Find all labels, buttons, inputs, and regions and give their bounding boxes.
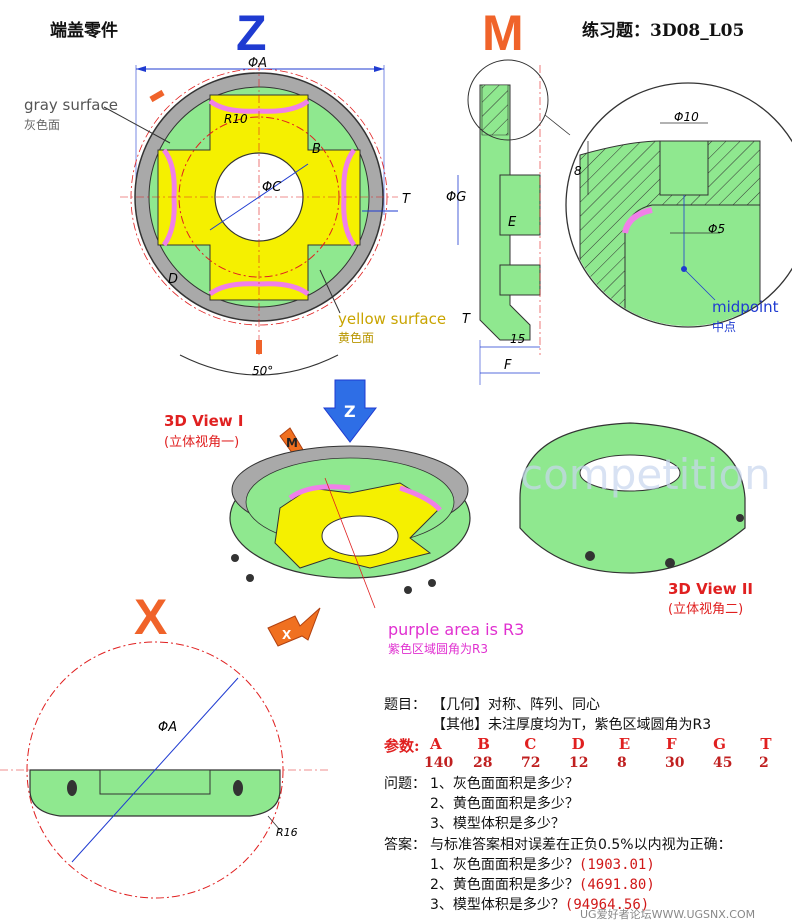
param-name: D [571, 735, 585, 753]
dim-5: Φ5 [708, 222, 726, 236]
arrow-m-letter: M [286, 436, 298, 450]
dim-b: B [312, 142, 321, 157]
arrow-z-letter: Z [344, 402, 356, 421]
dim-f: F [504, 358, 512, 373]
section-view-drawing [457, 59, 792, 385]
topic-geometry: 【几何】对称、阵列、同心 [432, 697, 600, 713]
dim-15: 15 [510, 332, 526, 346]
params-values: 140 28 72 12 8 30 45 2 [424, 755, 780, 771]
param-value: 12 [569, 755, 589, 771]
x-view-drawing [0, 641, 330, 899]
param-name: G [713, 735, 726, 753]
dim-g: ΦG [446, 190, 467, 205]
question-3: 3、模型体积是多少？ [430, 816, 565, 832]
purple-area-label-cn: 紫色区域圆角为R3 [388, 642, 488, 656]
part-name: 端盖零件 [50, 21, 118, 41]
question-2: 2、黄色面面积是多少？ [430, 796, 579, 812]
topic-label: 题目： [384, 697, 426, 713]
view2-label: 3D View II [668, 580, 754, 598]
param-value: 28 [473, 755, 493, 771]
topic-other: 【其他】未注厚度均为T，紫色区域圆角为R3 [432, 717, 712, 733]
exercise-title: 练习题：3D08_L05 [582, 21, 745, 41]
param-name: T [760, 735, 772, 753]
param-name: B [477, 735, 490, 753]
yellow-surface-label: yellow surface [338, 310, 447, 328]
iso-views-drawing [229, 379, 746, 647]
answer-3: 3、模型体积是多少？(94964.56) [430, 894, 649, 914]
view2-label-cn: (立体视角二) [668, 602, 744, 617]
gray-surface-label-cn: 灰色面 [24, 118, 61, 132]
questions-label: 问题： [384, 776, 426, 792]
param-name: F [665, 735, 677, 753]
answer-3-text: 3、模型体积是多少？ [430, 897, 565, 913]
view-x-label: X [134, 589, 168, 645]
dim-r16: R16 [276, 826, 298, 839]
view-m-label: M [482, 5, 524, 61]
answer-1: 1、灰色面面积是多少？(1903.01) [430, 854, 655, 874]
yellow-surface-label-cn: 黄色面 [338, 331, 375, 345]
arrow-x-letter: X [282, 628, 292, 642]
purple-area-label: purple area is R3 [388, 620, 525, 639]
midpoint-label-cn: 中点 [712, 320, 737, 334]
param-value: 45 [713, 755, 733, 771]
answer-3-value: (94964.56) [564, 897, 650, 913]
dim-r10: R10 [224, 112, 248, 126]
param-value: 8 [617, 755, 627, 771]
answer-2: 2、黄色面面积是多少？(4691.80) [430, 874, 655, 894]
view1-label: 3D View I [164, 412, 244, 430]
param-name: C [524, 735, 537, 753]
params-label: 参数: [384, 737, 420, 755]
dim-a-top: ΦA [248, 56, 268, 71]
param-value: 72 [521, 755, 541, 771]
params-names: A B C D E F G T [430, 735, 780, 753]
answer-intro: 与标准答案相对误差在正负0.5%以内视为正确： [430, 837, 732, 853]
answer-label: 答案： [384, 837, 426, 853]
answer-1-text: 1、灰色面面积是多少？ [430, 857, 579, 873]
param-name: A [430, 735, 442, 753]
dim-t-top: T [402, 192, 410, 207]
answer-2-text: 2、黄色面面积是多少？ [430, 877, 579, 893]
midpoint-label: midpoint [712, 298, 779, 316]
param-value: 30 [665, 755, 685, 771]
dim-10: Φ10 [674, 110, 699, 124]
gray-surface-label: gray surface [24, 96, 118, 114]
top-view-drawing [103, 63, 398, 376]
view1-label-cn: (立体视角一) [164, 435, 240, 450]
view-z-label: Z [236, 5, 267, 61]
dim-angle: 50° [252, 364, 274, 378]
dim-t-section: T [462, 312, 470, 327]
param-name: E [618, 735, 631, 753]
dim-e: E [508, 215, 517, 230]
param-value: 2 [759, 755, 769, 771]
forum-watermark: UG爱好者论坛WWW.UGSNX.COM [580, 908, 756, 921]
question-1: 1、灰色面面积是多少？ [430, 776, 579, 792]
watermark-competition: competition [520, 450, 771, 499]
dim-c: ΦC [262, 180, 282, 195]
answer-1-value: (1903.01) [578, 857, 655, 873]
answer-2-value: (4691.80) [578, 877, 655, 893]
param-value: 140 [424, 755, 454, 771]
dim-d: D [168, 272, 179, 287]
dim-a-x: ΦA [158, 720, 178, 735]
dim-8: 8 [574, 164, 582, 178]
